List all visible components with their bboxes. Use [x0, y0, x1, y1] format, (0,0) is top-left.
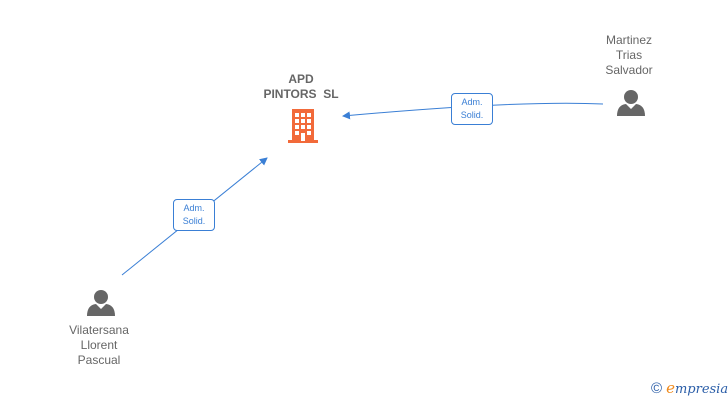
building-icon[interactable]: [286, 108, 320, 144]
role-label: Solid.: [460, 110, 484, 120]
role-label: Adm.: [461, 97, 483, 107]
company-name[interactable]: APD PINTORS SL: [243, 72, 359, 102]
person-name-line: Llorent: [80, 338, 118, 352]
company-name-line1: APD: [288, 72, 314, 86]
person-name-line: Trias: [615, 48, 643, 62]
edge-martinez-to-company: [342, 102, 604, 120]
copyright-icon: ©: [651, 380, 663, 397]
company-name-line2: PINTORS SL: [263, 87, 339, 101]
role-label: Solid.: [182, 216, 206, 226]
role-label: Adm.: [183, 203, 205, 213]
person-name-line: Vilatersana: [69, 323, 129, 337]
brand-name: mpresia: [674, 382, 728, 397]
brand-logo[interactable]: ©empresia: [651, 379, 728, 397]
role-badge-martinez[interactable]: Adm. Solid.: [451, 93, 493, 125]
brand-initial: e: [666, 379, 675, 397]
person-icon[interactable]: [86, 289, 116, 317]
person-name-martinez[interactable]: Martinez Trias Salvador: [584, 33, 674, 78]
role-badge-vilatersana[interactable]: Adm. Solid.: [173, 199, 215, 231]
person-name-line: Salvador: [605, 63, 653, 77]
person-name-line: Pascual: [77, 353, 121, 367]
person-icon[interactable]: [616, 89, 646, 117]
person-name-line: Martinez: [605, 33, 652, 47]
person-name-vilatersana[interactable]: Vilatersana Llorent Pascual: [48, 323, 150, 368]
